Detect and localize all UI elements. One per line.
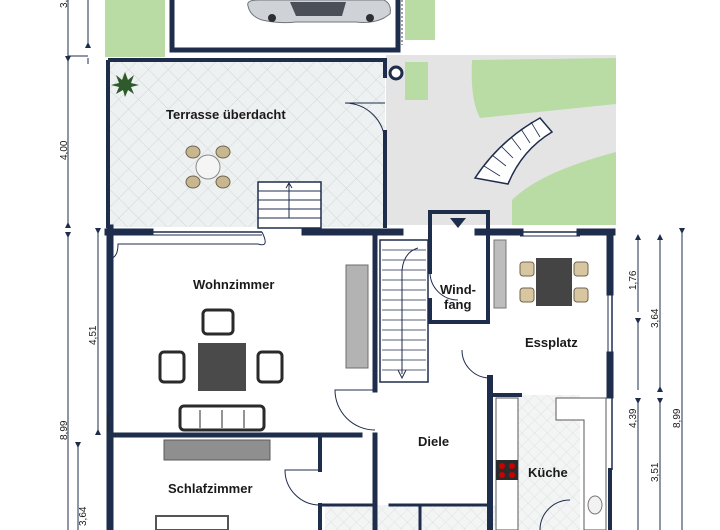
dimension-label: 1,76: [628, 270, 639, 290]
terrace-label: Terrasse überdacht: [166, 107, 286, 122]
kitchen-fixtures: [495, 397, 607, 530]
dining-table: [198, 343, 246, 391]
room-label-bedroom: Schlafzimmer: [168, 481, 253, 496]
room-label-dining: Essplatz: [525, 335, 578, 350]
chair-icon: [256, 350, 284, 384]
bedroom-furniture: [155, 439, 271, 530]
dimension-label: 8,99: [59, 420, 70, 440]
outdoor-spiral-stairs: [473, 117, 554, 185]
dimension-lines-left: [67, 0, 99, 530]
windows: [111, 231, 613, 470]
dimension-lines-right: [637, 228, 683, 530]
sink-icon: [587, 495, 603, 515]
garage: [165, 0, 405, 53]
dimension-ticks-right: [635, 228, 685, 404]
car-icon: [247, 0, 391, 24]
plant-icon: [111, 72, 139, 97]
dimension-label: 4,00: [59, 140, 70, 160]
room-label-kitchen: Küche: [528, 465, 568, 480]
chair-icon: [201, 308, 235, 336]
room-label-windfang-1: Wind-: [440, 282, 476, 297]
dining-furniture: [493, 239, 589, 309]
wardrobe: [163, 439, 271, 461]
room-label-windfang-2: fang: [444, 297, 472, 312]
wall-brand-text: VON POLL: [105, 411, 110, 432]
bed-icon: [155, 515, 229, 530]
terrace: Terrasse überdacht: [106, 58, 404, 229]
chair-icon: [158, 350, 186, 384]
patio-table-icon: [185, 145, 231, 189]
interior-stairs: [379, 239, 429, 383]
dimension-label: 3,: [59, 0, 70, 8]
lawn-left: [105, 0, 165, 57]
walls: [104, 210, 616, 530]
room-label-living: Wohnzimmer: [193, 277, 274, 292]
dimension-label: 4,51: [88, 325, 99, 345]
outdoor-area: [105, 0, 616, 225]
dimension-label: 8,99: [672, 408, 683, 428]
dimension-label: 4,39: [628, 408, 639, 428]
lawn-right-top: [471, 58, 616, 118]
terrace-steps: [257, 181, 322, 229]
entrance-arrow-icon: [450, 218, 466, 228]
lawn-right-bottom: [512, 152, 616, 225]
door-swings: [284, 271, 571, 530]
dimension-label: 3,51: [650, 462, 661, 482]
room-label-hall: Diele: [418, 434, 449, 449]
dimension-ticks-left: [65, 42, 101, 448]
stove-icon: [496, 460, 518, 480]
living-furniture: [158, 264, 369, 432]
dimension-label: 3,64: [78, 506, 89, 526]
sideboard: [345, 264, 369, 369]
dimension-label: 3,64: [650, 308, 661, 328]
